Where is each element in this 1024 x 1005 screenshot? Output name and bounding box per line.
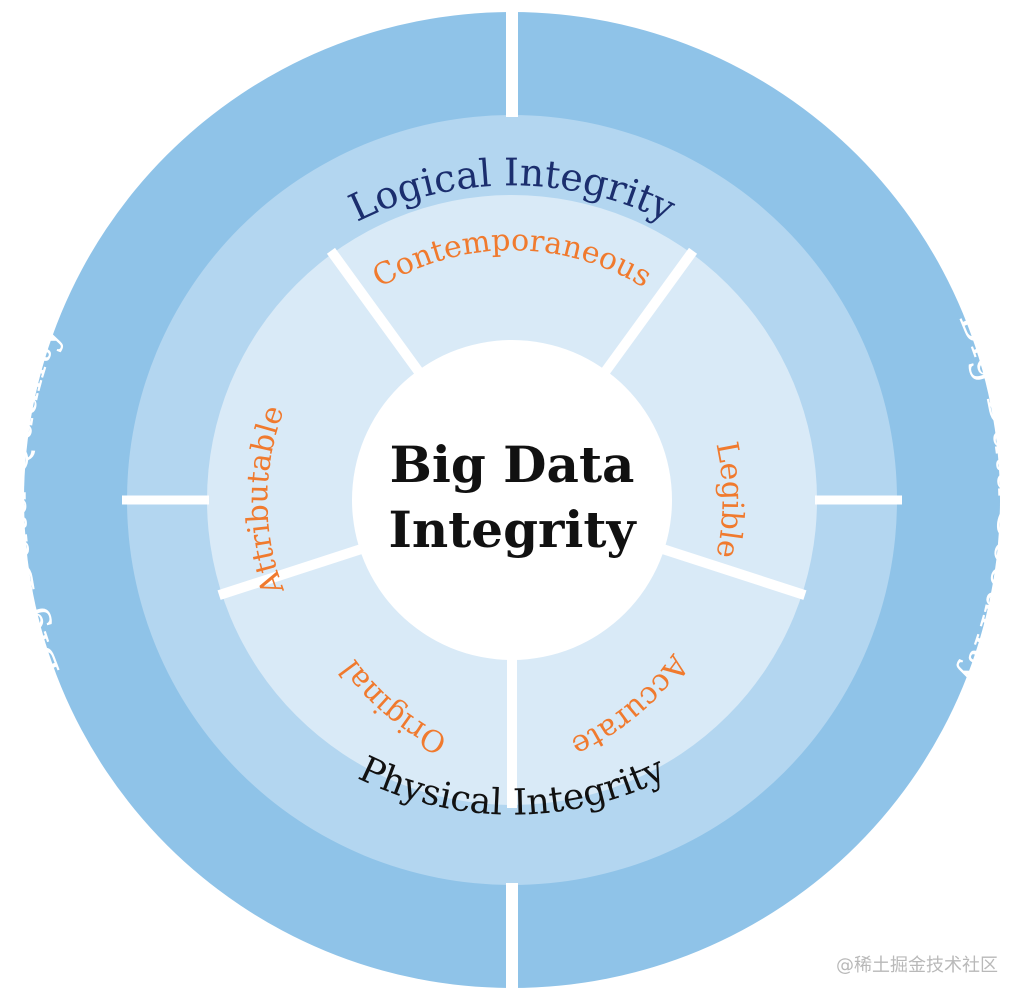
inner-separator-1 [326, 247, 424, 376]
watermark: @稀土掘金技术社区 [836, 955, 998, 976]
center-title-line1: Big Data [390, 435, 635, 494]
inner-separator-2 [600, 247, 698, 376]
inner-separator-5 [217, 544, 364, 600]
center-circle [352, 340, 672, 660]
segment-separators [122, 0, 902, 1005]
center-title-line2: Integrity [388, 500, 637, 559]
inner-separator-3 [660, 544, 807, 600]
